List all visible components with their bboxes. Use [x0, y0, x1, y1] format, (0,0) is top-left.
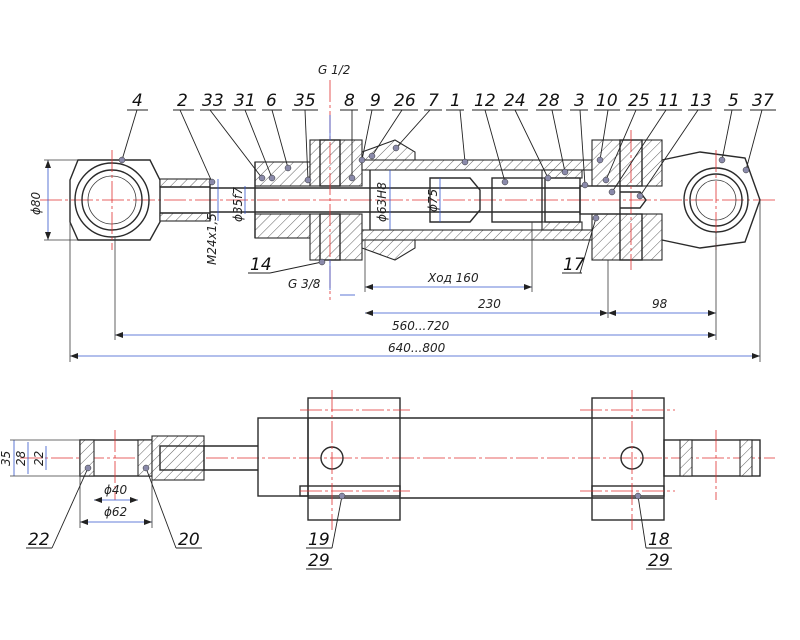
dim-piston-dia: ϕ75 — [426, 189, 440, 212]
callout-12: 12 — [474, 91, 496, 111]
dim-rod-dia: ϕ35f7 — [231, 187, 245, 222]
bottom-dimension-texts: 35 28 22 ϕ40 ϕ62 — [0, 450, 128, 519]
callout-2: 2 — [177, 91, 188, 111]
top-leaders — [121, 109, 776, 274]
dim-thread: M24x1,5 — [205, 213, 219, 265]
dim-bore-dia: ϕ63H8 — [375, 182, 389, 222]
bottom-callouts: 22 20 19 29 18 29 — [28, 530, 670, 571]
callout-22: 22 — [28, 530, 50, 550]
dim-230: 230 — [478, 297, 501, 311]
dim-98: 98 — [652, 297, 668, 311]
bottom-front-head — [299, 390, 410, 530]
callout-37: 37 — [752, 91, 774, 111]
piston-rod — [210, 187, 580, 213]
callout-18: 18 — [648, 530, 670, 550]
callout-28: 28 — [538, 91, 560, 111]
callout-8: 8 — [344, 91, 355, 111]
top-position-dots — [118, 144, 750, 266]
callout-29b: 29 — [648, 551, 670, 571]
callout-25: 25 — [628, 91, 650, 111]
callout-33: 33 — [202, 91, 224, 111]
callout-6: 6 — [266, 91, 277, 111]
dim-port-bottom: G 3/8 — [288, 277, 321, 291]
dim-d62: ϕ62 — [104, 505, 127, 519]
callout-31: 31 — [234, 91, 256, 111]
callout-14: 14 — [250, 255, 272, 275]
callout-9: 9 — [370, 91, 381, 111]
callout-29a: 29 — [308, 551, 330, 571]
dim-d40: ϕ40 — [104, 483, 128, 497]
callout-1: 1 — [450, 91, 461, 111]
callout-3: 3 — [574, 91, 585, 111]
bottom-thread-end — [151, 435, 205, 481]
rod-gland — [254, 161, 311, 239]
dim-h35: 35 — [0, 451, 13, 466]
left-rod-eye — [69, 150, 161, 250]
front-head — [309, 80, 416, 300]
dim-640: 640...800 — [388, 341, 446, 355]
bottom-rear-head — [580, 390, 675, 530]
top-dimension-texts: G 1/2 G 3/8 ϕ80 M24x1,5 ϕ35f7 ϕ63H8 ϕ75 … — [29, 63, 668, 355]
bottom-leaders — [26, 464, 672, 570]
callout-19: 19 — [308, 530, 330, 550]
top-callouts: 4 2 33 31 6 35 8 9 26 7 1 12 24 28 3 10 … — [132, 91, 774, 275]
top-section-view: G 1/2 G 3/8 ϕ80 M24x1,5 ϕ35f7 ϕ63H8 ϕ75 … — [29, 63, 776, 362]
callout-5: 5 — [728, 91, 739, 111]
rod-thread-end — [159, 178, 211, 222]
callout-7: 7 — [428, 91, 439, 111]
callout-13: 13 — [690, 91, 712, 111]
dim-560: 560...720 — [392, 319, 450, 333]
callout-35: 35 — [294, 91, 316, 111]
bottom-dimensions — [10, 439, 153, 528]
dim-h28: 28 — [14, 450, 28, 466]
dim-port-top: G 1/2 — [318, 63, 350, 77]
callout-17: 17 — [563, 255, 585, 275]
bottom-right-eye — [663, 430, 761, 500]
dim-eye-dia: ϕ80 — [29, 191, 43, 215]
callout-24: 24 — [504, 91, 526, 111]
bottom-gland — [257, 417, 309, 497]
callout-4: 4 — [132, 91, 143, 111]
dim-stroke: Ход 160 — [427, 271, 479, 285]
callout-20: 20 — [178, 530, 200, 550]
callout-10: 10 — [596, 91, 618, 111]
dim-h22: 22 — [32, 451, 46, 466]
bottom-outline-view: 35 28 22 ϕ40 ϕ62 22 20 19 29 18 29 — [0, 390, 775, 571]
piston — [429, 169, 583, 231]
callout-26: 26 — [394, 91, 416, 111]
top-dimensions — [44, 115, 761, 362]
callout-11: 11 — [658, 91, 680, 111]
